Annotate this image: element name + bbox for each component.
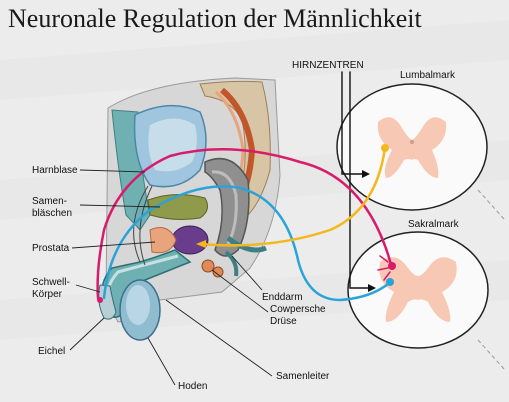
label-eichel: Eichel xyxy=(38,346,66,357)
label-hirnzentren: HIRNZENTREN xyxy=(292,60,364,71)
descending-line-1 xyxy=(341,71,363,175)
label-cowpersche-2: Drüse xyxy=(270,316,297,327)
label-enddarm: Enddarm xyxy=(262,292,303,303)
seminal-vesicle xyxy=(147,194,209,220)
pelvis-illustration xyxy=(98,77,281,341)
label-prostata: Prostata xyxy=(32,243,70,254)
label-samenblaeschen-1: Samen- xyxy=(32,196,68,207)
label-lumbalmark: Lumbalmark xyxy=(400,70,456,81)
label-samenleiter: Samenleiter xyxy=(276,371,330,382)
lumbalmark-section xyxy=(336,83,488,211)
label-cowpersche-1: Cowpersche xyxy=(270,304,326,315)
prostate xyxy=(171,225,209,255)
magenta-nerve xyxy=(96,148,394,300)
yellow-nerve xyxy=(198,146,387,247)
label-samenblaeschen-2: bläschen xyxy=(32,208,73,219)
page-title: Neuronale Regulation der Männlichkeit xyxy=(8,4,422,33)
blue-nerve xyxy=(102,185,390,302)
label-schwellkoerper-2: Körper xyxy=(32,289,63,300)
sakralmark-section xyxy=(347,231,489,349)
label-sakralmark: Sakralmark xyxy=(408,219,459,230)
label-harnblase: Harnblase xyxy=(32,165,78,176)
descending-line-2 xyxy=(349,71,369,289)
cowper-gland xyxy=(201,259,215,273)
label-schwellkoerper-1: Schwell- xyxy=(32,277,70,288)
lumbalmark-grey-matter xyxy=(377,117,447,178)
sakralmark-grey-matter xyxy=(379,257,457,322)
leader-lines xyxy=(69,169,273,386)
nerve-pathways xyxy=(96,71,396,303)
label-hoden: Hoden xyxy=(178,381,208,392)
